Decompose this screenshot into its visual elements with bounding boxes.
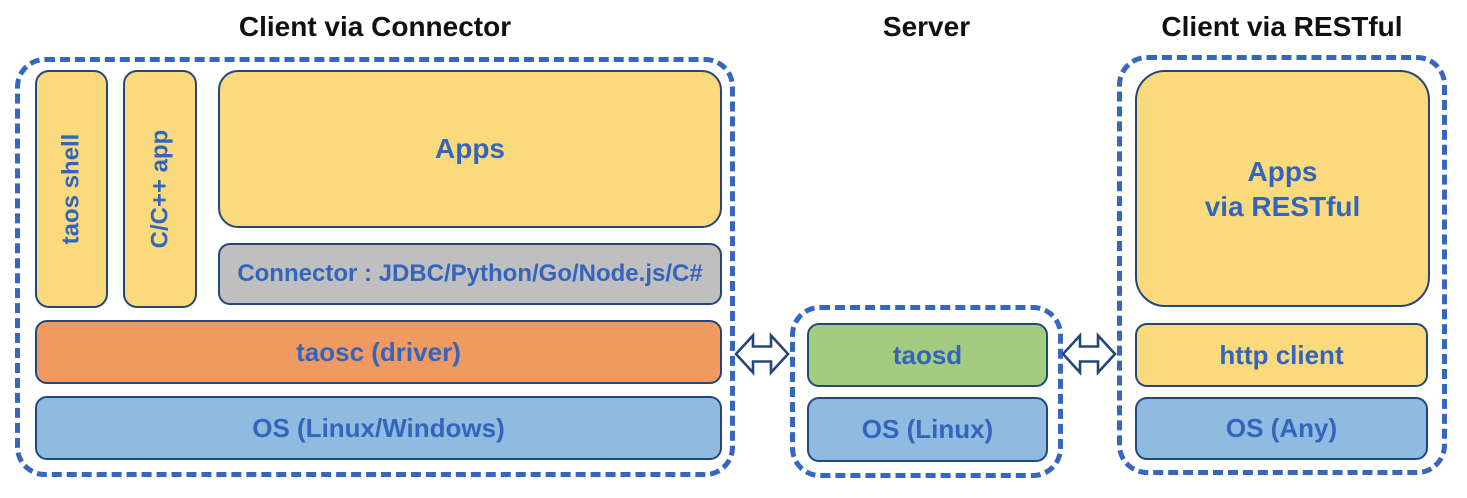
apps-via-restful-line1: Apps [1247, 155, 1318, 187]
box-os-any: OS (Any) [1135, 397, 1428, 460]
os-linux-label: OS (Linux) [861, 414, 994, 444]
os-linux-windows-label: OS (Linux/Windows) [252, 412, 505, 443]
box-http-client: http client [1135, 323, 1428, 387]
box-cpp-app: C/C++ app [123, 70, 197, 308]
http-client-label: http client [1219, 339, 1344, 370]
box-apps-via-restful: Apps via RESTful [1135, 70, 1430, 307]
box-apps: Apps [218, 70, 722, 228]
section-client-connector-boundary [15, 57, 735, 477]
taos-shell-label: taos shell [57, 133, 85, 245]
box-connector-bar: Connector : JDBC/Python/Go/Node.js/C# [218, 243, 722, 305]
taosc-driver-label: taosc (driver) [296, 336, 461, 367]
section-title-client-connector: Client via Connector [238, 11, 512, 42]
box-os-linux: OS (Linux) [807, 397, 1048, 462]
box-taos-shell: taos shell [35, 70, 108, 308]
box-taosc-driver: taosc (driver) [35, 320, 722, 384]
bidirectional-arrow-icon-left [734, 332, 790, 376]
box-taosd: taosd [807, 323, 1048, 387]
taosd-label: taosd [892, 339, 963, 370]
section-title-server: Server [882, 11, 971, 42]
apps-via-restful-line2: via RESTful [1204, 190, 1361, 222]
box-os-linux-windows: OS (Linux/Windows) [35, 396, 722, 460]
os-any-label: OS (Any) [1225, 413, 1338, 443]
apps-label: Apps [435, 133, 505, 164]
cpp-app-label: C/C++ app [146, 129, 174, 249]
bidirectional-arrow-icon-right [1061, 332, 1117, 376]
section-client-restful-boundary [1117, 55, 1447, 475]
apps-via-restful-label: Apps via RESTful [1205, 154, 1361, 224]
section-server-boundary [790, 305, 1063, 478]
connector-bar-label: Connector : JDBC/Python/Go/Node.js/C# [237, 260, 703, 287]
section-title-client-restful: Client via RESTful [1161, 11, 1403, 42]
